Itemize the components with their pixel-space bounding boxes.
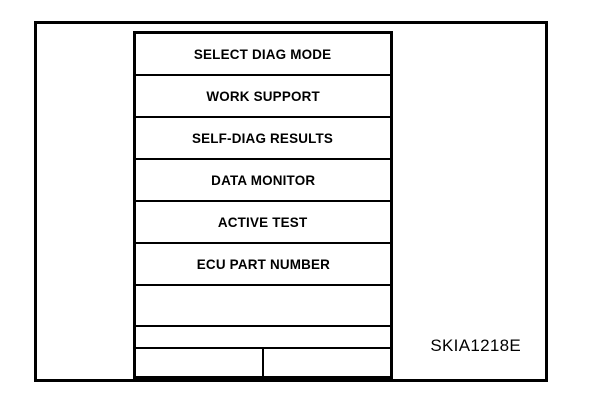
softkey-left[interactable] [136,349,264,376]
menu-row-active-test[interactable]: ACTIVE TEST [136,202,390,244]
menu-row-label: SELECT DIAG MODE [194,46,332,62]
menu-row-label: ACTIVE TEST [218,214,308,230]
menu-row-label: SELF-DIAG RESULTS [192,130,334,146]
menu-row-label: ECU PART NUMBER [196,256,330,272]
menu-row-work-support[interactable]: WORK SUPPORT [136,76,390,118]
menu-row-data-monitor[interactable]: DATA MONITOR [136,160,390,202]
menu-row-select-diag-mode[interactable]: SELECT DIAG MODE [136,34,390,76]
menu-row-empty-tall[interactable] [136,286,390,327]
menu-row-self-diag-results[interactable]: SELF-DIAG RESULTS [136,118,390,160]
menu-row-label: DATA MONITOR [210,172,316,188]
figure-reference-caption: SKIA1218E [430,336,521,355]
menu-softkey-row [136,349,390,376]
menu-row-ecu-part-number[interactable]: ECU PART NUMBER [136,244,390,286]
diag-mode-menu: SELECT DIAG MODE WORK SUPPORT SELF-DIAG … [133,31,393,379]
menu-row-label: WORK SUPPORT [206,88,320,104]
menu-row-empty-short[interactable] [136,327,390,349]
illustration-frame: SELECT DIAG MODE WORK SUPPORT SELF-DIAG … [34,21,548,382]
softkey-right[interactable] [264,349,390,376]
